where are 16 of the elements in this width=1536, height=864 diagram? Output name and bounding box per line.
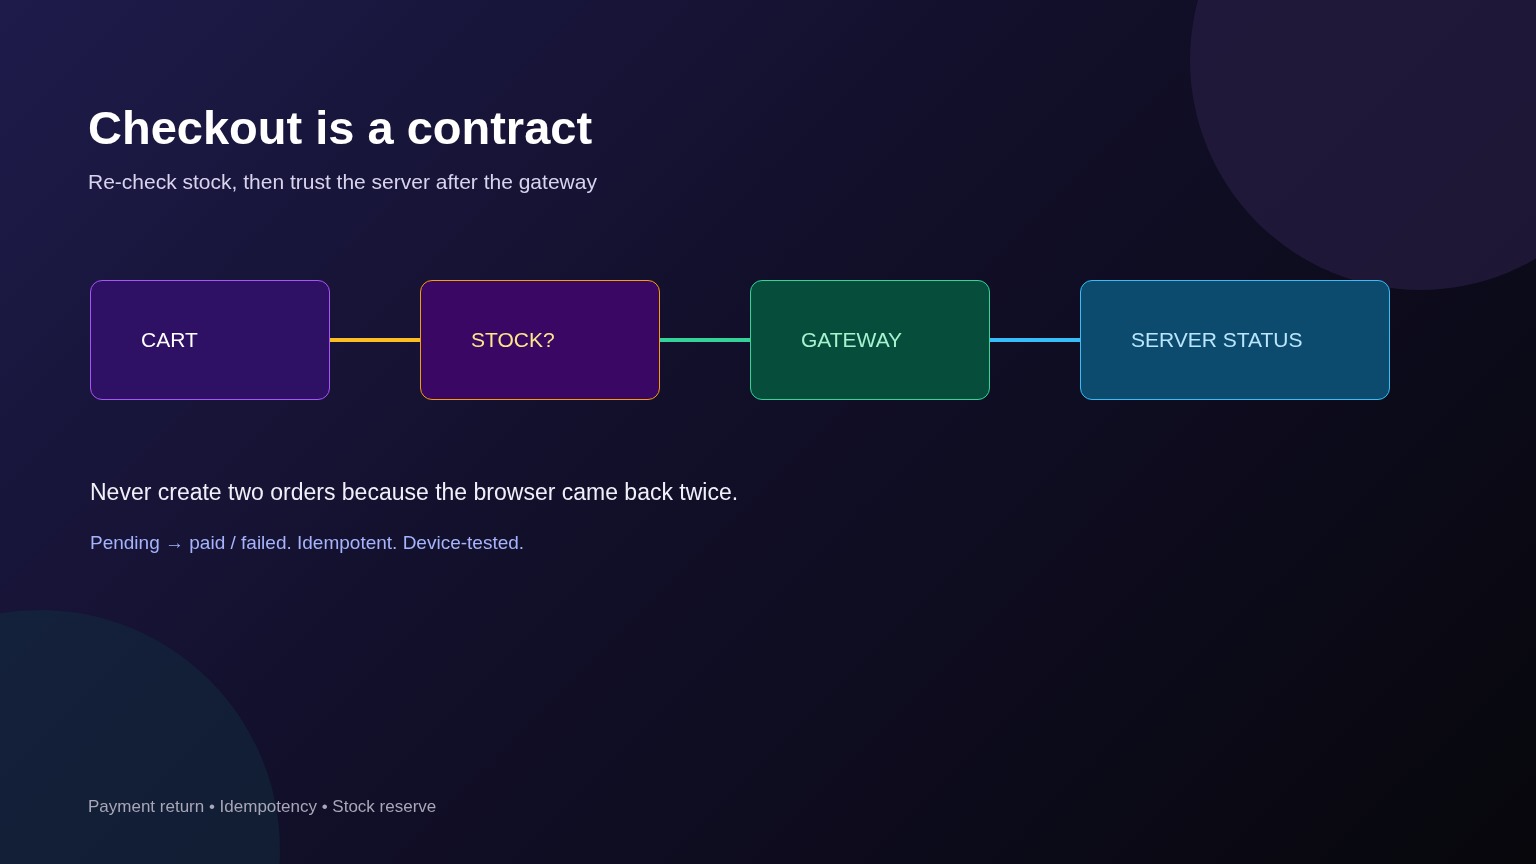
- box-label: GATEWAY: [801, 328, 903, 352]
- note-text: Pending → paid / failed. Idempotent. Device-tested.: [90, 532, 525, 554]
- process-box: [750, 280, 990, 400]
- box-label: CART: [141, 328, 198, 352]
- subtitle: Re-check stock, then trust the server after the gateway: [88, 170, 597, 194]
- box-label: STOCK?: [471, 328, 555, 352]
- statement-text: Never create two orders because the browser came back twice.: [90, 479, 739, 506]
- process-box: [90, 280, 330, 400]
- process-box: [1080, 280, 1390, 400]
- footer-text: Payment return • Idempotency • Stock reserve: [88, 797, 437, 817]
- box-label: SERVER STATUS: [1131, 328, 1303, 352]
- connector-line: [330, 338, 420, 342]
- process-box: [420, 280, 660, 400]
- title: Checkout is a contract: [88, 100, 593, 155]
- connector-line: [660, 338, 750, 342]
- connector-line: [990, 338, 1080, 342]
